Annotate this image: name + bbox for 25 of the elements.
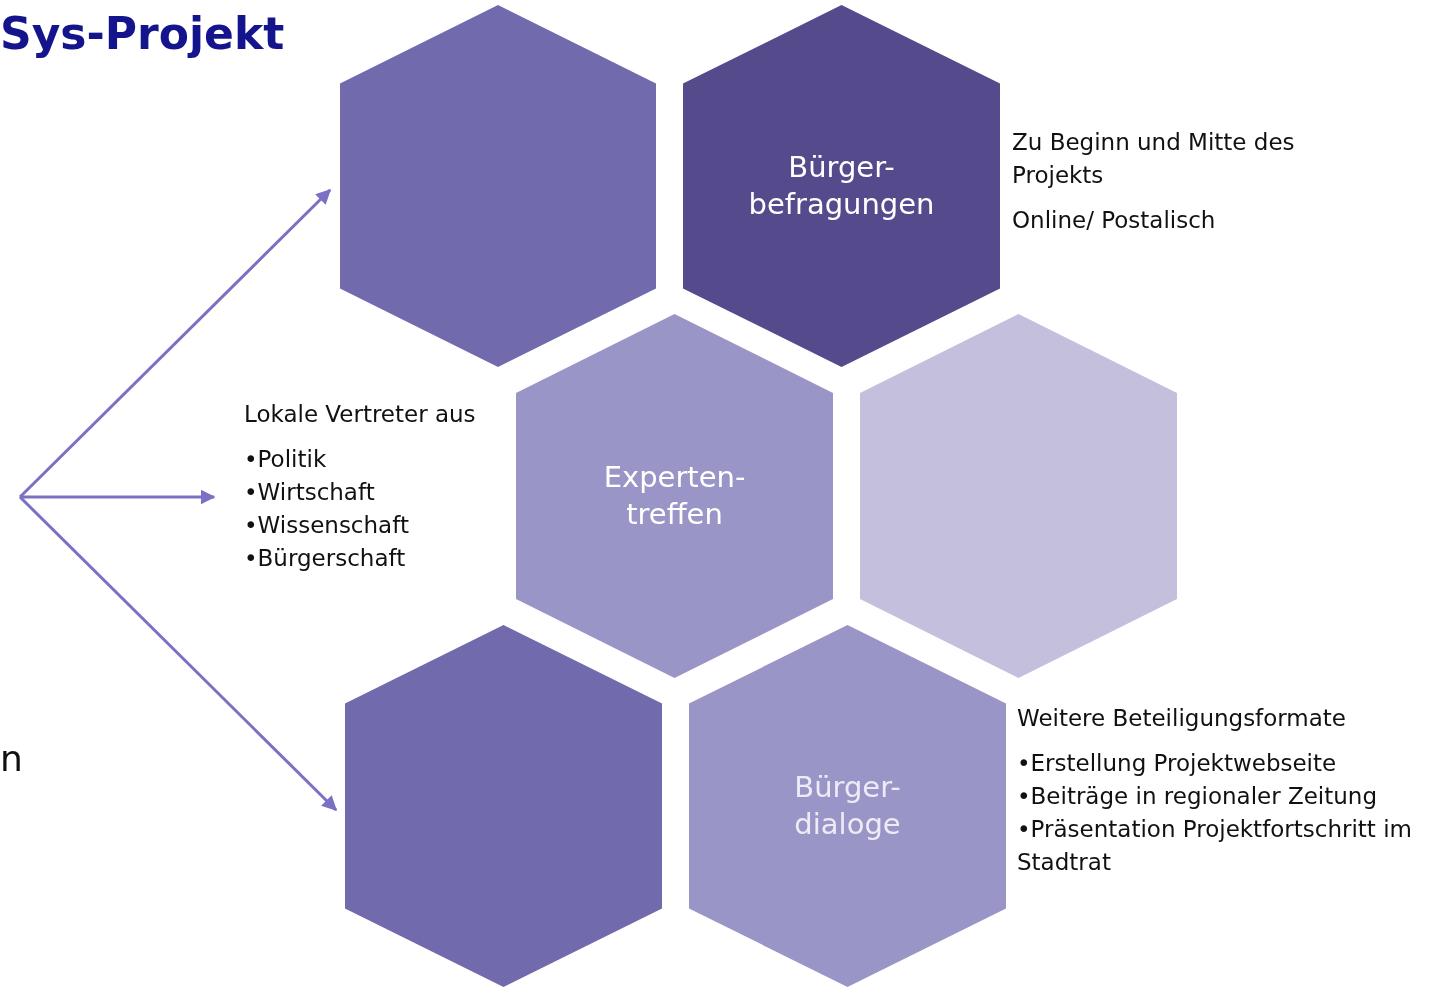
arrow (18, 188, 332, 499)
list-item: •Politik (244, 445, 328, 474)
list-item: •Bürgerschaft (244, 544, 407, 573)
hexagon (340, 5, 656, 367)
hexagon (689, 625, 1006, 987)
list-item: •Wirtschaft (244, 478, 376, 507)
hexagon-label: Experten- treffen (602, 459, 747, 533)
title-heading: Sys-Projekt (0, 8, 285, 59)
hexagon (516, 314, 833, 678)
note-text: Online/ Postalisch (1012, 206, 1217, 235)
hexagon (683, 5, 1000, 367)
hexagon (860, 314, 1177, 678)
list-item: •Präsentation Projektfortschritt im Stadtrat (1017, 815, 1413, 877)
list-item: •Wissenschaft (244, 511, 410, 540)
list-heading: Lokale Vertreter aus (244, 400, 476, 429)
hexagon-label: Bürger- befragungen (747, 149, 936, 223)
hexagon (345, 625, 662, 987)
note-text: Weitere Beteiligungsformate (1017, 704, 1347, 733)
list-item: •Erstellung Projektwebseite (1017, 749, 1338, 778)
list-item: •Beiträge in regionaler Zeitung (1017, 782, 1378, 811)
text-fragment: n (0, 738, 23, 779)
arrow (20, 489, 216, 505)
note-text: Zu Beginn und Mitte des Projekts (1012, 128, 1296, 190)
arrow (18, 495, 338, 812)
hexagon-label: Bürger- dialoge (793, 769, 902, 843)
